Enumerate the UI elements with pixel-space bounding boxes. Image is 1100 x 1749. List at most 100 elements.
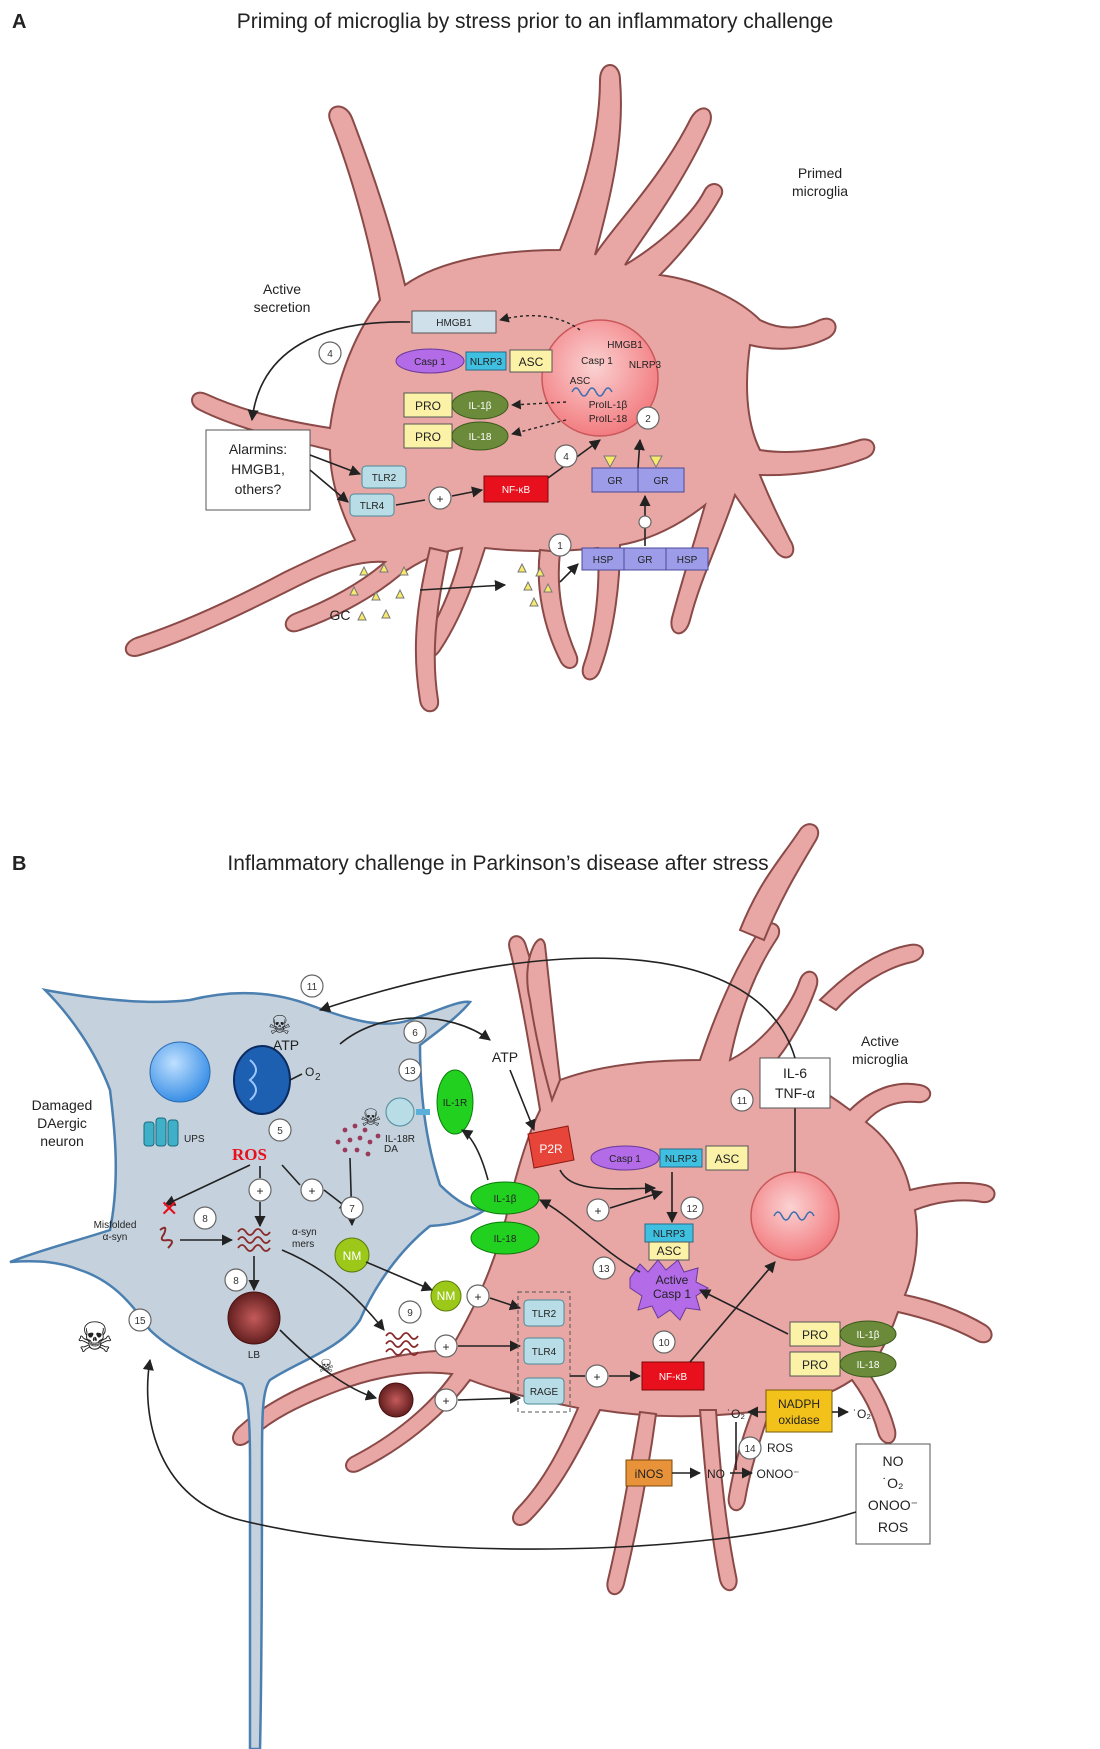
plus-nm <box>466 1284 490 1308</box>
step-13a-circle <box>398 1058 422 1082</box>
pro-il18-box <box>403 423 453 449</box>
nlrp3-assembled-label: NLRP3 <box>653 1229 686 1240</box>
arrow-nm-out <box>365 1261 434 1292</box>
panel-b-title: Inflammatory challenge in Parkinson’s di… <box>227 852 768 875</box>
hmgb1-label: HMGB1 <box>436 318 472 329</box>
step-4-circle <box>554 444 578 468</box>
no-label: NO <box>707 1467 725 1481</box>
pro-b-label-2: PRO <box>802 1358 828 1372</box>
gc-triangle <box>649 455 663 469</box>
arrow-nm-tlr <box>489 1297 522 1311</box>
nm-outside-circle <box>430 1280 462 1312</box>
arrow-o2-mito <box>289 1073 303 1081</box>
nfkb-b-label: NF-κB <box>659 1372 688 1383</box>
alarmins-line-1: Alarmins: <box>229 441 287 457</box>
il18-oval <box>451 421 509 451</box>
step-6-circle <box>403 1020 427 1044</box>
casp1-b-label: Casp 1 <box>609 1154 641 1165</box>
nucleus-casp1: Casp 1 <box>581 356 613 367</box>
onoo-label: ONOO⁻ <box>756 1467 799 1481</box>
tlr4-b-box <box>523 1337 565 1365</box>
rage-box <box>523 1377 565 1405</box>
step-13b-circle <box>592 1256 616 1280</box>
nadph-line-2: oxidase <box>778 1413 820 1427</box>
tlr4-label: TLR4 <box>360 501 385 512</box>
arrow-toxic-neuron <box>142 1358 857 1550</box>
lb-outside <box>378 1382 414 1418</box>
alarmins-line-2: HMGB1, <box>231 461 285 477</box>
arrow-gc-hsp <box>559 563 579 583</box>
o2-label: O <box>305 1065 314 1079</box>
step-15: 15 <box>134 1316 146 1327</box>
nfkb-b-box <box>641 1361 705 1391</box>
tlr2-label: TLR2 <box>372 473 397 484</box>
arrow-atp-p2r <box>509 1069 536 1132</box>
o2-right-label: ˙O₂ <box>853 1407 871 1421</box>
p2r-label: P2R <box>539 1142 563 1156</box>
panel-a-label: A <box>12 11 26 33</box>
plus-ros-2 <box>300 1178 324 1202</box>
arrow-plus-assembly <box>609 1189 664 1209</box>
pro-b-label-1: PRO <box>802 1328 828 1342</box>
step-10-circle <box>652 1330 676 1354</box>
hmgb1-box <box>411 310 497 334</box>
asyn-mers-line-2: mers <box>292 1239 314 1250</box>
proil18-b-label: IL-18 <box>857 1360 880 1371</box>
gr-box-2 <box>637 467 685 493</box>
arrow-lb-tlr <box>457 1392 522 1404</box>
arrow-mers-out <box>281 1249 385 1331</box>
step-5: 5 <box>277 1126 283 1137</box>
step-13b: 13 <box>598 1264 610 1275</box>
nlrp3-box <box>465 351 507 371</box>
receptor-group-box <box>517 1291 571 1413</box>
step-7: 7 <box>349 1204 355 1215</box>
step-2: 2 <box>645 414 651 425</box>
alarmins-line-3: others? <box>235 481 282 497</box>
arrow-cytokines-neuron <box>318 957 796 1059</box>
pro-label: PRO <box>415 399 441 413</box>
plus-circle <box>428 486 452 510</box>
arrow-plus-nfkb <box>451 486 484 498</box>
il18-bound <box>436 1069 474 1135</box>
nlrp3-b-box <box>659 1148 703 1168</box>
toxic-species-box <box>855 1443 931 1545</box>
p2r-receptor <box>527 1125 575 1169</box>
mitochondria-icon <box>233 1045 291 1115</box>
tlr2-b-box <box>523 1299 565 1327</box>
arrow-ros-ups <box>163 1164 251 1206</box>
step-5-circle <box>268 1118 292 1142</box>
nfkb-box <box>483 475 549 503</box>
lb-label: LB <box>248 1350 261 1361</box>
gr-label-1: GR <box>608 476 623 487</box>
o2-subscript: 2 <box>315 1072 321 1083</box>
nucleus-proil18: ProIL-18 <box>589 414 628 425</box>
asyn-mers-outside <box>385 1332 419 1356</box>
asc-assembled <box>648 1241 690 1261</box>
active-microglia-label-2: microglia <box>852 1051 908 1067</box>
asc-label: ASC <box>519 355 544 369</box>
skull-icon: ☠ <box>318 1356 334 1376</box>
tlr2-box <box>361 465 407 489</box>
arrow-p2r-inflammasome <box>559 1169 657 1194</box>
inos-box <box>625 1459 673 1487</box>
nm-outside-label: NM <box>437 1289 456 1303</box>
proil1b-b-oval <box>839 1320 897 1348</box>
hsp-label-2: HSP <box>677 555 698 566</box>
alarmins-box <box>205 429 311 511</box>
il18-released <box>470 1221 540 1255</box>
gc-triangle <box>603 455 617 469</box>
nm-label: NM <box>343 1249 362 1263</box>
rage-label: RAGE <box>530 1387 559 1398</box>
arrow-ros-plus-2 <box>281 1164 301 1186</box>
step-9-circle <box>398 1300 422 1324</box>
arrow-pro-casp <box>698 1289 789 1335</box>
plus-mers <box>434 1334 458 1358</box>
tlr2-b-label: TLR2 <box>532 1309 557 1320</box>
step-15-circle <box>128 1308 152 1332</box>
il1b-label: IL-1β <box>469 401 492 412</box>
active-casp1-burst <box>629 1259 709 1321</box>
active-casp1-line-2: Casp 1 <box>653 1287 691 1301</box>
casp1-label: Casp 1 <box>414 357 446 368</box>
microglia-process <box>537 548 579 669</box>
arrow-atp-out <box>339 1017 491 1045</box>
